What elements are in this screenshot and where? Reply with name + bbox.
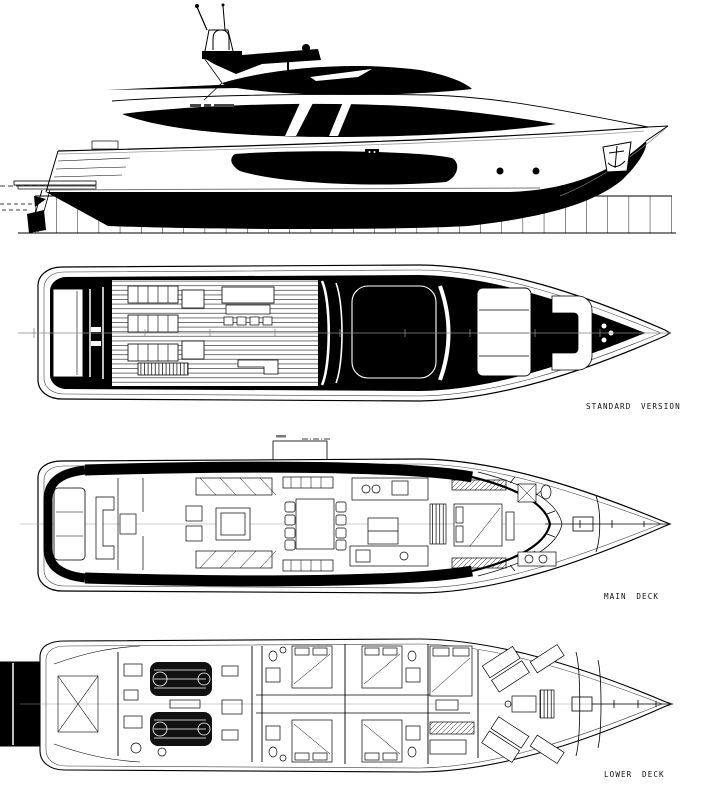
engine-room bbox=[117, 646, 253, 762]
dining-area bbox=[282, 476, 347, 572]
hull-underbody bbox=[46, 141, 647, 230]
spear-trim bbox=[106, 84, 240, 90]
stern-platform bbox=[53, 487, 86, 561]
foredeck-sunpad bbox=[476, 287, 532, 377]
top-deck-caption: STANDARD VERSION bbox=[586, 402, 681, 411]
porthole bbox=[532, 167, 540, 175]
forepeak bbox=[571, 651, 670, 757]
stern-platform-and-passerelle bbox=[0, 180, 97, 233]
guest-bed bbox=[291, 645, 333, 689]
guest-bed bbox=[291, 719, 333, 763]
sky-bar bbox=[221, 286, 279, 375]
galley bbox=[349, 477, 447, 567]
foredeck bbox=[545, 516, 668, 532]
aft-deck-furniture bbox=[95, 478, 144, 570]
hull-side bbox=[45, 125, 669, 197]
porthole bbox=[496, 167, 504, 175]
centerline bbox=[18, 328, 670, 338]
dining-table bbox=[295, 498, 335, 550]
main-deck-caption: MAIN DECK bbox=[604, 592, 659, 601]
hull-brand-marking bbox=[190, 104, 234, 107]
lower-deck-plan: LOWER DECK bbox=[0, 638, 674, 779]
top-deck-plan: STANDARD VERSION bbox=[18, 264, 681, 411]
profile-view bbox=[0, 3, 676, 234]
hardtop bbox=[204, 49, 321, 74]
saloon-furniture bbox=[185, 477, 277, 569]
vip-cabin bbox=[429, 645, 475, 755]
radar-dome bbox=[212, 29, 230, 50]
guest-bed bbox=[361, 645, 403, 689]
engine-port bbox=[150, 662, 212, 696]
sat-dome bbox=[302, 44, 310, 55]
main-deck-plan: MAIN DECK bbox=[20, 435, 672, 601]
stairs bbox=[539, 689, 555, 719]
radar-mast bbox=[195, 3, 242, 59]
bulwark-bands bbox=[43, 461, 473, 587]
sun-pads bbox=[127, 285, 205, 376]
engine-starboard bbox=[150, 712, 212, 746]
guest-bath bbox=[265, 646, 421, 762]
crane-envelope bbox=[272, 435, 332, 462]
bow-seating bbox=[551, 295, 593, 371]
anchor-icon bbox=[602, 141, 632, 173]
guest-bed bbox=[361, 719, 403, 763]
side-vent bbox=[365, 149, 379, 155]
auxiliary-machinery bbox=[123, 663, 243, 757]
lower-deck-caption: LOWER DECK bbox=[604, 770, 665, 779]
crew-quarters bbox=[477, 644, 565, 764]
flybridge-band bbox=[222, 66, 472, 95]
hull-window-band bbox=[231, 151, 458, 185]
lazarette bbox=[53, 645, 141, 763]
guest-cabins bbox=[256, 644, 470, 764]
superstructure-profile bbox=[106, 3, 649, 137]
owner-stateroom bbox=[451, 479, 601, 569]
